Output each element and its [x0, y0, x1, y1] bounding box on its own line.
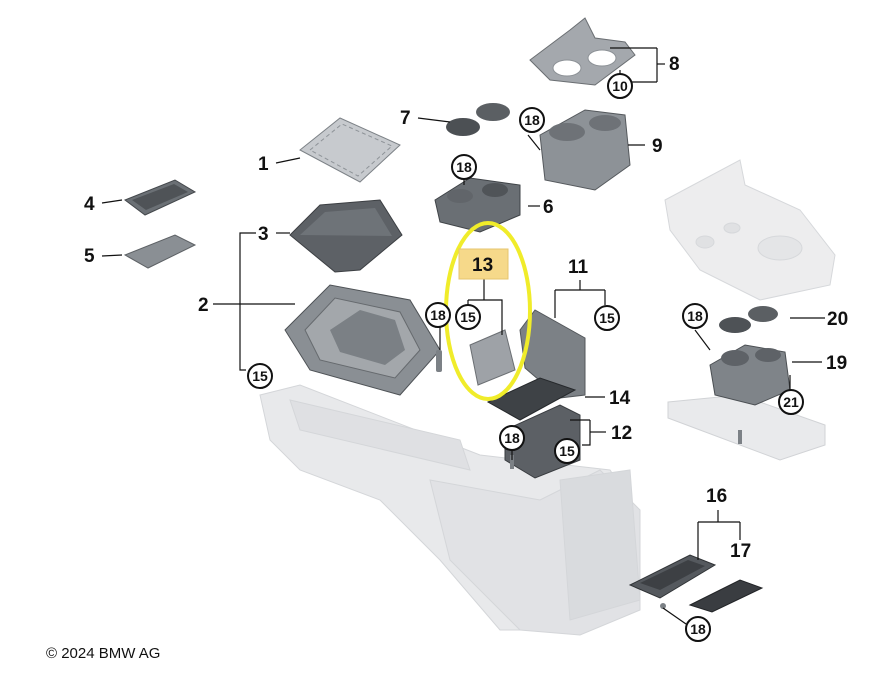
- part-4-tray[interactable]: [123, 179, 197, 216]
- callout-18-c[interactable]: 18: [430, 307, 446, 323]
- label-14[interactable]: 14: [609, 388, 631, 409]
- callout-18-e[interactable]: 18: [687, 308, 703, 324]
- label-8[interactable]: 8: [669, 54, 680, 75]
- part-11-panel[interactable]: [519, 309, 586, 399]
- label-2[interactable]: 2: [198, 295, 209, 316]
- callout-15-a[interactable]: 15: [460, 309, 476, 325]
- callout-circle-15-b: [594, 305, 620, 331]
- callout-circle-18-c: [425, 302, 451, 328]
- part-5-plate[interactable]: [123, 234, 197, 269]
- part-19-cupholder[interactable]: [709, 344, 791, 406]
- callout-circle-10-a: [607, 73, 633, 99]
- highlight-box-13: [458, 248, 509, 280]
- label-1[interactable]: 1: [258, 154, 269, 175]
- callout-15-b[interactable]: 15: [599, 310, 615, 326]
- callout-15-d[interactable]: 15: [559, 443, 575, 459]
- part-2-frame[interactable]: [284, 284, 441, 396]
- label-7[interactable]: 7: [400, 108, 411, 129]
- callout-18-d[interactable]: 18: [504, 430, 520, 446]
- callout-circle-21-a: [778, 389, 804, 415]
- part-3-lid[interactable]: [289, 199, 403, 273]
- screw-details: [436, 350, 742, 609]
- part-16-drawer[interactable]: [628, 554, 717, 599]
- part-9-cupholder[interactable]: [539, 109, 631, 191]
- ghost-console: [259, 384, 641, 636]
- label-12[interactable]: 12: [611, 423, 632, 444]
- callout-circle-15-a: [455, 304, 481, 330]
- leader-lines: [101, 47, 825, 625]
- copyright-text: © 2024 BMW AG: [46, 645, 161, 662]
- callout-circle-18-e: [682, 303, 708, 329]
- part-13-cover[interactable]: [469, 329, 516, 386]
- callout-circle-18-f: [685, 616, 711, 642]
- callout-18-f[interactable]: 18: [690, 621, 706, 637]
- callout-18-b[interactable]: 18: [456, 159, 472, 175]
- callout-circle-15-d: [554, 438, 580, 464]
- label-3[interactable]: 3: [258, 224, 269, 245]
- part-labels: 1 2 3 4 5 6 7 8 9 11 12 13 14 16 17 19 2…: [84, 54, 848, 562]
- callout-circle-18-d: [499, 425, 525, 451]
- callout-circle-15-c: [247, 363, 273, 389]
- part-7-caps[interactable]: [446, 103, 510, 136]
- callout-21-a[interactable]: 21: [783, 394, 799, 410]
- label-11[interactable]: 11: [568, 257, 589, 278]
- callout-18-a[interactable]: 18: [524, 112, 540, 128]
- label-13[interactable]: 13: [472, 255, 493, 276]
- label-6[interactable]: 6: [543, 197, 554, 218]
- callout-15-c[interactable]: 15: [252, 368, 268, 384]
- part-17-mat[interactable]: [688, 579, 764, 613]
- callout-circle-18-a: [519, 107, 545, 133]
- callout-numbers: 10 18 18 15 15 18 15 18 15 18 21 18: [252, 78, 799, 637]
- part-14-mat[interactable]: [486, 377, 577, 421]
- part-8-cover[interactable]: [529, 17, 636, 86]
- callout-circle-18-b: [451, 154, 477, 180]
- label-5[interactable]: 5: [84, 246, 95, 267]
- label-4[interactable]: 4: [84, 194, 95, 215]
- label-16[interactable]: 16: [706, 486, 727, 507]
- label-17[interactable]: 17: [730, 541, 751, 562]
- part-1-grille[interactable]: [299, 117, 401, 183]
- label-20[interactable]: 20: [827, 309, 848, 330]
- ghost-trim-panel: [664, 159, 836, 301]
- part-6-holder[interactable]: [434, 177, 521, 233]
- label-9[interactable]: 9: [652, 136, 663, 157]
- label-19[interactable]: 19: [826, 353, 847, 374]
- callouts: [247, 73, 804, 642]
- part-20-caps[interactable]: [719, 306, 778, 333]
- callout-10-a[interactable]: 10: [612, 78, 628, 94]
